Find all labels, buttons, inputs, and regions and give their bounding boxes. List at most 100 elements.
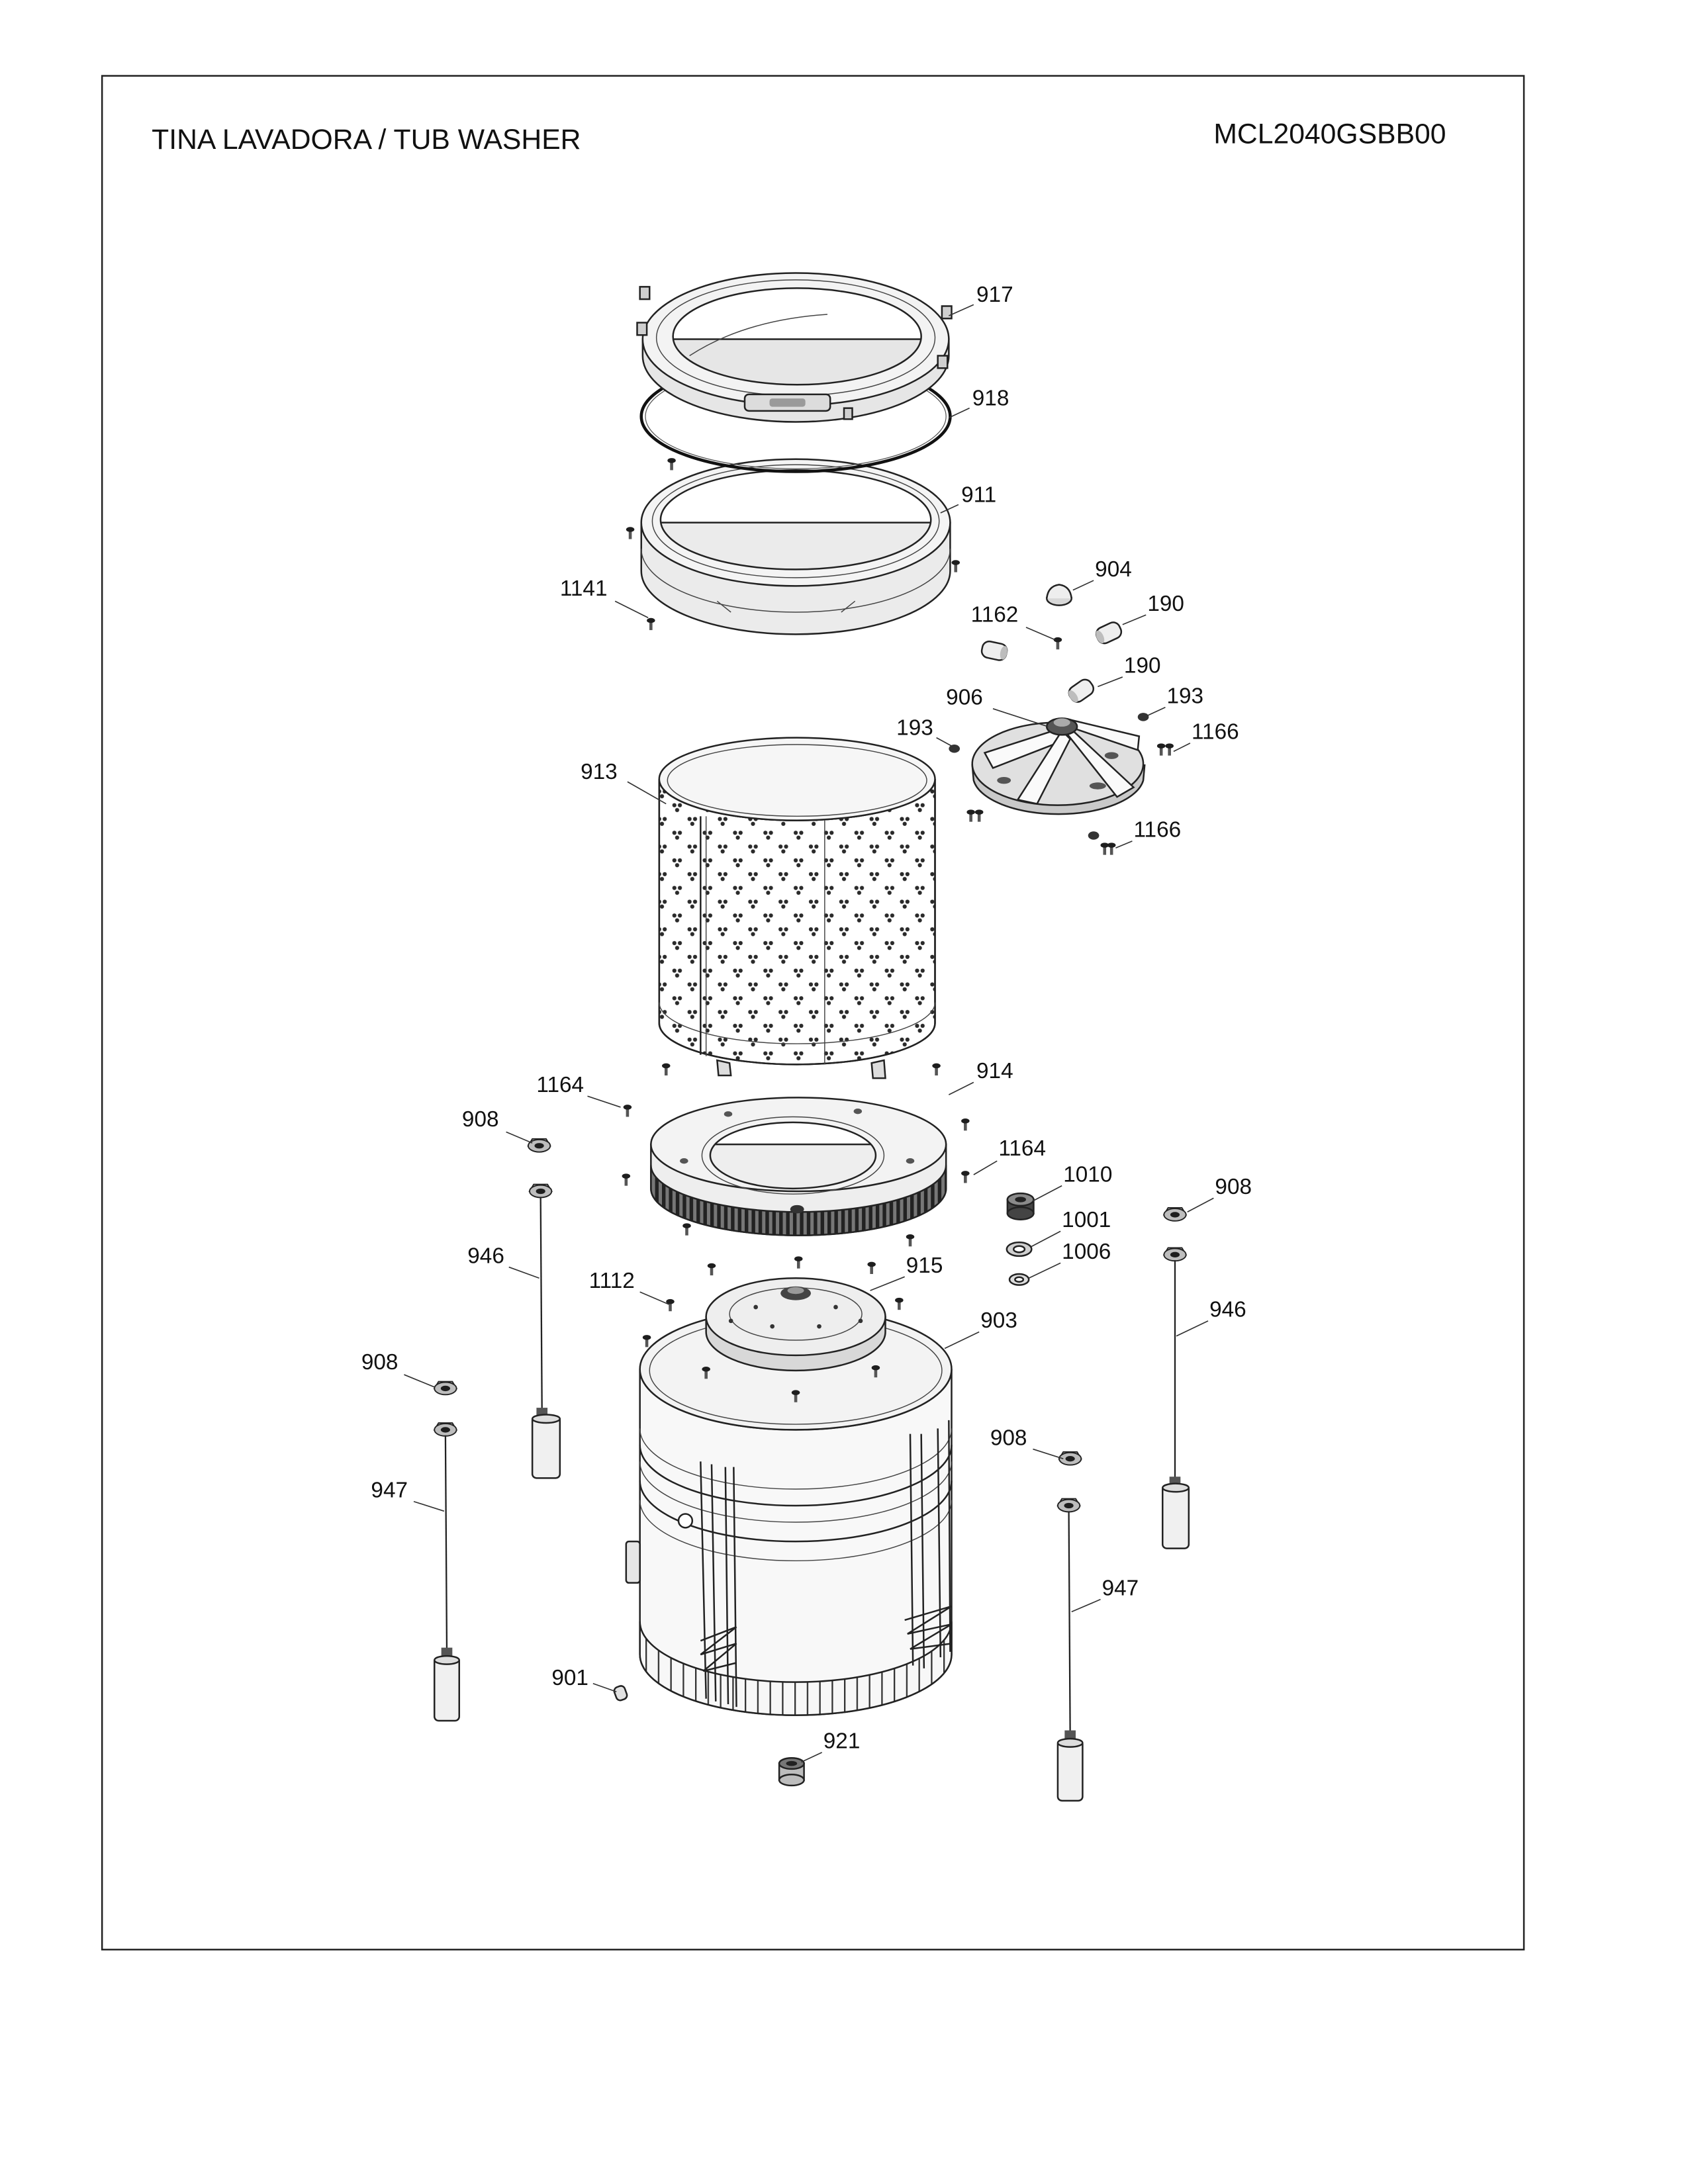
screw xyxy=(707,1263,716,1276)
part-947-suspension-rod xyxy=(434,1381,460,1722)
part-number-label: 903 xyxy=(980,1308,1017,1333)
screw xyxy=(906,1234,915,1247)
part-number-label: 947 xyxy=(1102,1576,1139,1600)
part-number-label: 1112 xyxy=(589,1269,635,1293)
callout-1166: 1166 xyxy=(1173,720,1239,752)
part-914-balancer xyxy=(650,1097,947,1236)
screw xyxy=(662,1063,671,1075)
callout-946: 946 xyxy=(467,1244,539,1279)
screw xyxy=(867,1261,876,1274)
part-number-label: 947 xyxy=(371,1479,408,1503)
part-number-label: 918 xyxy=(972,387,1009,411)
callout-918: 918 xyxy=(948,387,1009,419)
callout-911: 911 xyxy=(940,482,996,514)
callout-906: 906 xyxy=(946,686,1049,727)
screw xyxy=(932,1063,941,1075)
part-number-label: 1141 xyxy=(560,576,608,601)
part-number-label: 908 xyxy=(990,1426,1027,1450)
part-number-label: 908 xyxy=(1215,1175,1252,1199)
screw xyxy=(961,1171,970,1183)
screw xyxy=(666,1298,675,1312)
part-number-label: 1166 xyxy=(1134,818,1182,842)
part-1006-washer xyxy=(1008,1273,1030,1286)
part-193-plug xyxy=(949,745,960,753)
page-frame xyxy=(101,75,1525,1951)
part-number-label: 913 xyxy=(581,760,618,784)
callout-1010: 1010 xyxy=(1033,1162,1112,1202)
part-number-label: 190 xyxy=(1124,654,1161,678)
callout-914: 914 xyxy=(948,1059,1013,1095)
part-number-label: 1166 xyxy=(1192,720,1239,745)
screw xyxy=(1100,842,1109,855)
diagram-title: TINA LAVADORA / TUB WASHER xyxy=(152,124,581,156)
callout-1164: 1164 xyxy=(973,1136,1046,1175)
part-947-suspension-rod xyxy=(1056,1451,1084,1802)
part-915-flange xyxy=(705,1277,886,1372)
screw xyxy=(974,809,984,822)
screw xyxy=(667,458,676,471)
part-921-drain-seal xyxy=(778,1757,805,1787)
callout-190: 190 xyxy=(1122,592,1184,625)
callout-190: 190 xyxy=(1098,654,1161,688)
part-917-tub-cover-ring xyxy=(636,272,953,423)
callout-908: 908 xyxy=(1187,1175,1252,1212)
part-number-label: 914 xyxy=(976,1059,1013,1083)
part-number-label: 193 xyxy=(896,715,933,740)
part-number-label: 921 xyxy=(823,1729,861,1754)
callout-193: 193 xyxy=(896,715,952,747)
callout-947: 947 xyxy=(1071,1576,1139,1613)
screw xyxy=(961,1118,970,1131)
screw xyxy=(1165,743,1174,756)
screw xyxy=(623,1105,632,1117)
part-190-cap xyxy=(980,640,1008,661)
screw xyxy=(626,527,635,539)
part-number-label: 911 xyxy=(961,482,996,507)
part-number-label: 1164 xyxy=(536,1073,584,1097)
screw xyxy=(895,1297,904,1310)
part-1001-washer xyxy=(1006,1241,1033,1257)
part-193-plug xyxy=(1137,713,1149,721)
callout-946: 946 xyxy=(1176,1298,1246,1337)
part-946-suspension-rod xyxy=(527,1138,561,1479)
part-number-label: 1162 xyxy=(971,603,1019,627)
callout-193: 193 xyxy=(1147,684,1204,717)
screw xyxy=(966,809,975,822)
callout-1162: 1162 xyxy=(971,603,1056,641)
part-901-plug xyxy=(613,1685,628,1702)
part-number-label: 917 xyxy=(976,283,1013,307)
part-190-cap xyxy=(1095,621,1123,645)
part-number-label: 908 xyxy=(361,1350,399,1375)
callout-908: 908 xyxy=(462,1107,533,1144)
callout-913: 913 xyxy=(581,760,667,805)
screw xyxy=(1053,637,1062,650)
part-913-spin-basket xyxy=(658,737,936,1079)
callout-908: 908 xyxy=(990,1426,1064,1459)
part-946-suspension-rod xyxy=(1162,1206,1190,1549)
part-number-label: 1006 xyxy=(1062,1240,1111,1264)
callout-1141: 1141 xyxy=(560,576,649,619)
screw xyxy=(642,1335,651,1347)
part-number-label: 1001 xyxy=(1062,1208,1111,1232)
part-number-label: 1010 xyxy=(1063,1162,1112,1187)
screw xyxy=(647,617,655,631)
screw xyxy=(794,1256,803,1269)
callout-904: 904 xyxy=(1072,557,1132,591)
model-number: MCL2040GSBB00 xyxy=(1213,118,1446,150)
callout-901: 901 xyxy=(551,1666,617,1693)
callout-1166: 1166 xyxy=(1115,818,1182,849)
part-number-label: 901 xyxy=(551,1666,588,1690)
callout-915: 915 xyxy=(870,1253,943,1291)
part-number-label: 193 xyxy=(1167,684,1204,709)
part-193-plug xyxy=(1088,831,1100,840)
screw xyxy=(1156,743,1166,756)
part-911-ring xyxy=(640,458,951,635)
callout-1006: 1006 xyxy=(1028,1240,1111,1279)
screw xyxy=(951,560,960,572)
callout-917: 917 xyxy=(948,283,1013,316)
part-number-label: 908 xyxy=(462,1107,499,1132)
screws-1162 xyxy=(1053,637,1062,650)
callout-1164: 1164 xyxy=(536,1073,621,1108)
callout-947: 947 xyxy=(371,1479,445,1512)
part-904-cap xyxy=(1046,584,1072,606)
